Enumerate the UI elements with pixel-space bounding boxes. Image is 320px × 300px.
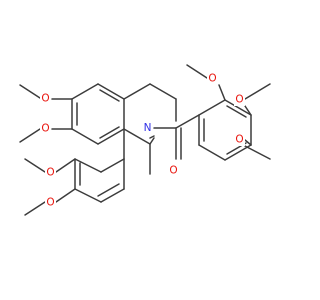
single-bond-10 — [149, 83, 177, 100]
single-bond-1 — [71, 83, 99, 100]
single-bond-19 — [175, 114, 200, 129]
bond-layer — [19, 64, 271, 216]
single-bond-13 — [123, 128, 151, 145]
atom-o-7: O — [40, 122, 51, 135]
double-bond-inner-7 — [99, 89, 120, 102]
atom-o-benzyl-3: O — [45, 166, 56, 179]
single-bond-35 — [24, 158, 46, 173]
atom-o-trimethoxy-4: O — [234, 93, 245, 106]
atom-label-layer: O O O O N O O O — [40, 72, 245, 209]
single-bond-47 — [186, 64, 208, 79]
atom-o-trimethoxy-3: O — [207, 72, 218, 85]
single-bond-36 — [24, 201, 46, 216]
atom-o-trimethoxy-5: O — [234, 133, 245, 146]
atom-o-benzyl-4: O — [45, 196, 56, 209]
atom-label-n-2: N — [144, 122, 152, 134]
double-bond-inner-44 — [226, 105, 247, 118]
atom-o-carbonyl: O — [168, 164, 179, 177]
single-bond-23 — [19, 128, 41, 143]
single-bond-26 — [74, 158, 102, 173]
single-bond-46 — [218, 84, 226, 101]
single-bond-21 — [19, 84, 41, 99]
atom-label-o-trimethoxy-3: O — [208, 73, 216, 85]
single-bond-50 — [244, 139, 252, 146]
single-bond-29 — [55, 188, 76, 203]
atom-label-o-trimethoxy-4: O — [235, 94, 243, 106]
atom-label-o-6: O — [41, 93, 49, 105]
single-bond-41 — [198, 144, 226, 161]
atom-label-o-benzyl-4: O — [46, 197, 54, 209]
single-bond-31 — [100, 188, 125, 203]
single-bond-14 — [149, 137, 155, 145]
double-bond-inner-33 — [97, 183, 120, 197]
atom-label-o-benzyl-3: O — [46, 167, 54, 179]
single-bond-49 — [244, 83, 271, 100]
atom-label-o-trimethoxy-5: O — [235, 134, 243, 146]
single-bond-48 — [244, 105, 252, 116]
single-bond-51 — [244, 145, 271, 160]
single-bond-27 — [55, 158, 76, 173]
atom-o-6: O — [40, 92, 51, 105]
atom-n-2: N — [142, 121, 153, 135]
single-bond-2 — [97, 83, 125, 100]
single-bond-30 — [74, 188, 102, 203]
single-bond-12 — [149, 135, 155, 139]
atom-label-o-carbonyl: O — [169, 165, 177, 177]
double-bond-inner-8 — [99, 126, 120, 139]
single-bond-4 — [97, 128, 125, 145]
single-bond-9 — [123, 83, 151, 100]
single-bond-37 — [198, 99, 226, 116]
single-bond-25 — [100, 158, 125, 173]
single-bond-5 — [71, 128, 99, 145]
single-bond-38 — [224, 99, 252, 116]
atom-label-o-7: O — [41, 123, 49, 135]
molecule-structure: O O O O N O O O — [19, 64, 271, 216]
